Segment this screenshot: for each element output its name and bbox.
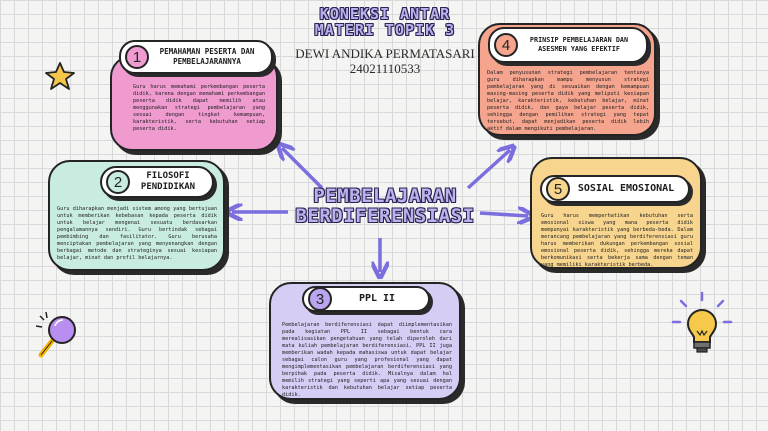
center-topic: PEMBELAJARAN BERDIFERENSIASI <box>285 186 485 226</box>
card-1-label: PEMAHAMAN PESERTA DAN PEMBELAJARANNYA <box>159 47 255 66</box>
card-5-number: 5 <box>546 177 570 201</box>
card-5-text: Guru harus memperhatikan kebutuhan serta… <box>541 213 693 268</box>
card-2-text: Guru diharapkan menjadi sistem among yan… <box>57 206 217 261</box>
card-3-label: PPL II <box>358 293 396 304</box>
card-2-label: FILOSOFI PENDIDIKAN <box>140 171 196 192</box>
lightbulb-icon <box>671 291 733 353</box>
magnifier-icon <box>35 311 76 358</box>
card-4-text: Dalam penyusunan strategi pembelajaran t… <box>487 70 649 132</box>
arrow-to-card-4 <box>466 150 510 190</box>
author-id: 24021110533 <box>349 61 421 76</box>
card-1-number: 1 <box>125 45 149 69</box>
center-topic-line-1: PEMBELAJARAN <box>313 185 457 207</box>
card-4-number: 4 <box>494 33 518 57</box>
card-3-header: 3 PPL II <box>302 286 430 312</box>
card-3-number: 3 <box>308 287 332 311</box>
card-1-header: 1 PEMAHAMAN PESERTA DAN PEMBELAJARANNYA <box>119 40 273 74</box>
card-3-text: Pembelajaran berdiferensiasi dapat diimp… <box>282 322 452 398</box>
card-5-header: 5 SOSIAL EMOSIONAL <box>540 175 690 203</box>
card-1-text: Guru harus memahami perkembangan peserta… <box>133 84 265 132</box>
page-title-line-2: MATERI TOPIK 3 <box>314 21 456 39</box>
arrow-to-card-1 <box>282 148 324 190</box>
card-2-number: 2 <box>106 170 130 194</box>
star-icon <box>45 62 75 90</box>
page-title-line-1: KONEKSI ANTAR <box>319 5 451 23</box>
arrow-to-card-5 <box>479 213 528 216</box>
author-name: DEWI ANDIKA PERMATASARI <box>295 46 475 61</box>
card-2-header: 2 FILOSOFI PENDIDIKAN <box>100 166 214 198</box>
card-4-label: PRINSIP PEMBELAJARAN DAN ASESMEN YANG EF… <box>529 36 629 53</box>
card-4-header: 4 PRINSIP PEMBELAJARAN DAN ASESMEN YANG … <box>488 27 648 63</box>
center-topic-line-2: BERDIFERENSIASI <box>295 205 475 227</box>
header: KONEKSI ANTAR MATERI TOPIK 3 DEWI ANDIKA… <box>270 6 500 76</box>
card-5-label: SOSIAL EMOSIONAL <box>577 183 675 194</box>
